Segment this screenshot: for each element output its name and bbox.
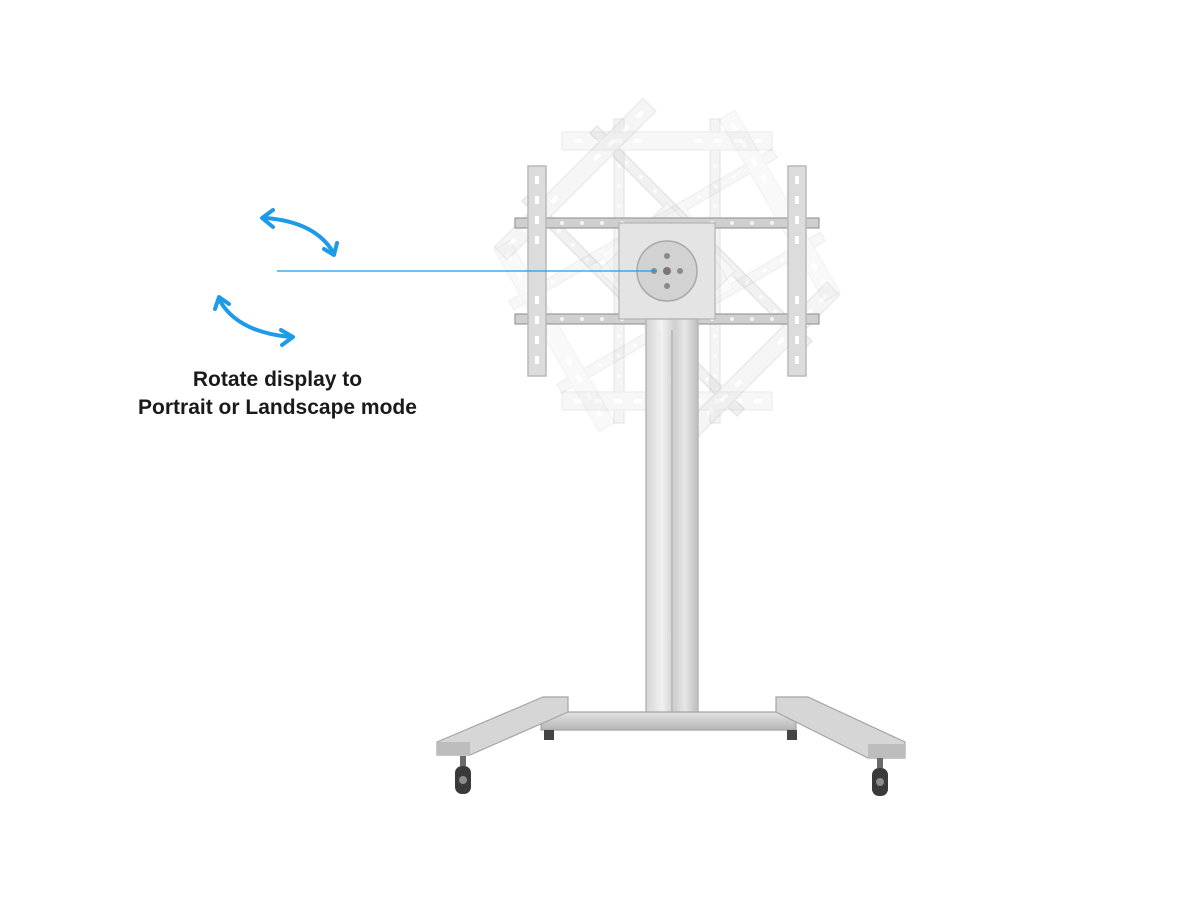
rotate-arrow-upper-icon xyxy=(260,208,339,257)
caster-wheel-left xyxy=(455,756,471,794)
rotation-hub xyxy=(636,240,698,302)
caption-line-2: Portrait or Landscape mode xyxy=(138,396,417,419)
stand-pole xyxy=(645,318,699,718)
rotate-caption: Rotate display to Portrait or Landscape … xyxy=(100,366,455,422)
caption-line-1: Rotate display to xyxy=(192,368,363,391)
caster-wheel-right xyxy=(872,758,888,796)
stand-base xyxy=(436,696,906,759)
display-mount-plate xyxy=(515,166,819,376)
rotate-arrow-lower-icon xyxy=(213,295,295,347)
